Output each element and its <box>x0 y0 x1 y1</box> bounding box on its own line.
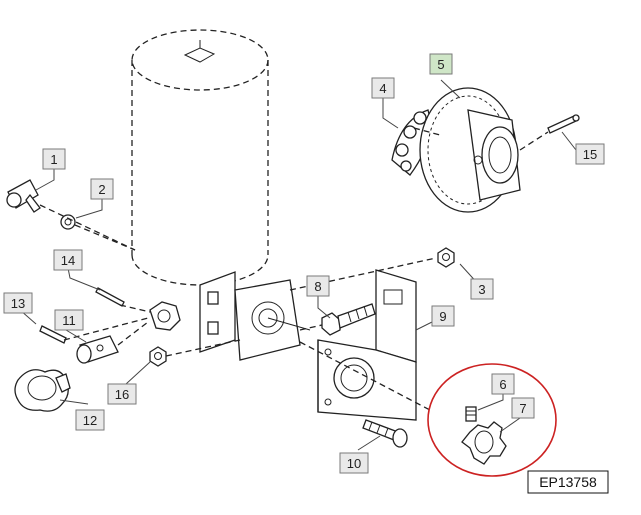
callout-9: 9 <box>431 305 455 327</box>
part-13-roll-pin <box>39 325 67 344</box>
callout-13: 13 <box>3 292 33 314</box>
callout-box <box>306 275 330 297</box>
callout-label: 3 <box>478 282 485 297</box>
reference-code-text: EP13758 <box>539 474 597 490</box>
part-4-chain <box>391 109 431 176</box>
callout-label: 15 <box>583 147 597 162</box>
highlight-ring <box>427 363 557 477</box>
callout-label: 6 <box>499 377 506 392</box>
callout-12: 12 <box>75 409 105 431</box>
callout-label: 2 <box>98 182 105 197</box>
part-3-nut <box>437 247 455 268</box>
callout-11: 11 <box>54 309 84 331</box>
callout-box <box>429 53 453 75</box>
callout-8: 8 <box>306 275 330 297</box>
part-1-fitting <box>6 179 41 213</box>
part-6-set-screw <box>465 406 477 422</box>
callout-label: 9 <box>439 309 446 324</box>
callout-7: 7 <box>511 397 535 419</box>
callout-2: 2 <box>90 178 114 200</box>
callout-box <box>107 383 137 405</box>
callout-box <box>371 77 395 99</box>
coupler-nut <box>149 301 181 331</box>
callout-14: 14 <box>53 249 83 271</box>
callout-box <box>431 305 455 327</box>
part-5-sprocket <box>419 87 521 213</box>
callout-label: 4 <box>379 81 386 96</box>
assembly-lines <box>39 127 549 411</box>
callout-box <box>42 148 66 170</box>
callout-label: 14 <box>61 253 75 268</box>
callout-box <box>470 278 494 300</box>
part-11-sleeve <box>76 335 119 364</box>
part-10-carriage-bolt <box>362 419 408 448</box>
callout-16: 16 <box>107 383 137 405</box>
tank-cylinder <box>131 29 269 286</box>
part-2-nut <box>60 214 76 230</box>
callout-box <box>75 409 105 431</box>
callout-box <box>90 178 114 200</box>
callout-label: 13 <box>11 296 25 311</box>
callout-box <box>53 249 83 271</box>
motor-flange <box>199 271 311 361</box>
callout-box <box>491 373 515 395</box>
part-7-small-gear <box>461 421 507 465</box>
callout-box <box>54 309 84 331</box>
part-12-knob <box>14 369 71 412</box>
callout-box <box>3 292 33 314</box>
callout-label: 7 <box>519 401 526 416</box>
callout-label: 16 <box>115 387 129 402</box>
callout-3: 3 <box>470 278 494 300</box>
part-16-nut <box>149 346 167 367</box>
callout-label: 11 <box>62 313 76 328</box>
callout-box <box>511 397 535 419</box>
callout-5: 5 <box>429 53 453 75</box>
callout-1: 1 <box>42 148 66 170</box>
part-9-bracket <box>317 269 417 421</box>
callout-10: 10 <box>339 452 369 474</box>
callout-label: 8 <box>314 279 321 294</box>
callout-label: 1 <box>50 152 57 167</box>
part-14-pin <box>95 287 125 307</box>
reference-code-box: EP13758 <box>527 470 609 494</box>
callout-box <box>339 452 369 474</box>
callout-label: 10 <box>347 456 361 471</box>
callout-15: 15 <box>575 143 605 165</box>
callout-box <box>575 143 605 165</box>
callout-label: 5 <box>437 57 444 72</box>
callout-label: 12 <box>83 413 97 428</box>
callout-4: 4 <box>371 77 395 99</box>
part-8-bolt <box>321 303 376 336</box>
part-15-pin <box>547 114 580 134</box>
callout-6: 6 <box>491 373 515 395</box>
